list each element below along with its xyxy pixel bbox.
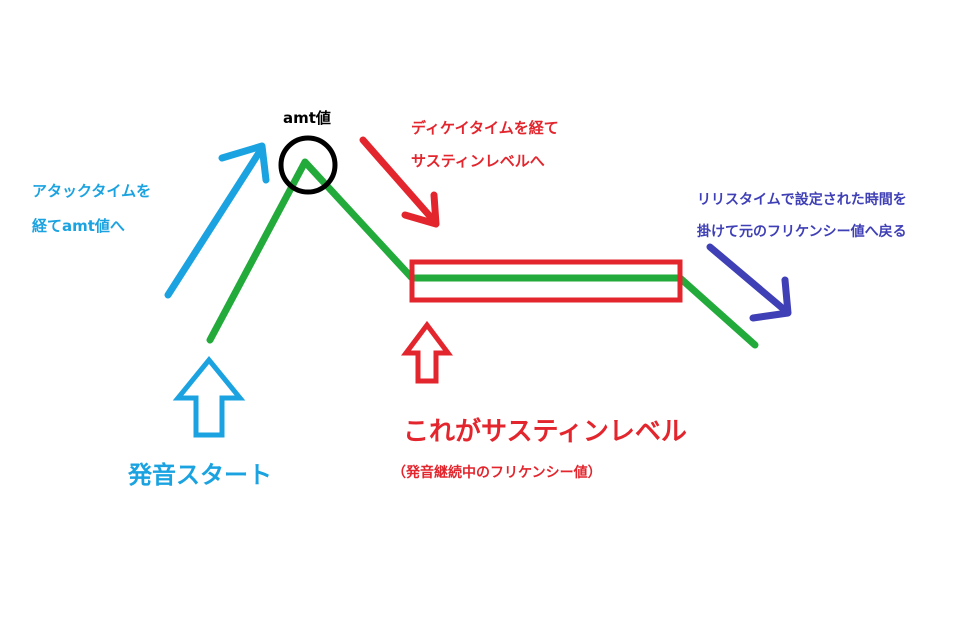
attack-label-line1: アタックタイムを	[32, 182, 152, 200]
start-up-arrow	[172, 356, 246, 438]
attack-arrow	[164, 142, 270, 299]
sustain-label: これがサスティンレベル	[403, 417, 687, 447]
release-label-line1: リリスタイムで設定された時間を	[697, 192, 907, 208]
start-label: 発音スタート	[128, 461, 272, 489]
amt-label: amt値	[283, 109, 331, 127]
release-arrow	[706, 243, 792, 322]
sustain-up-arrow	[401, 320, 453, 384]
sustain-note: （発音継続中のフリケンシー値）	[392, 465, 602, 481]
decay-arrow	[359, 136, 440, 228]
peak-circle	[278, 135, 338, 195]
sustain-box	[409, 259, 683, 303]
decay-label-line1: ディケイタイムを経て	[411, 119, 559, 137]
decay-label-line2: サスティンレベルへ	[411, 152, 545, 170]
release-label-line2: 掛けて元のフリケンシー値へ戻る	[697, 224, 907, 240]
attack-label-line2: 経てamt値へ	[32, 217, 125, 235]
